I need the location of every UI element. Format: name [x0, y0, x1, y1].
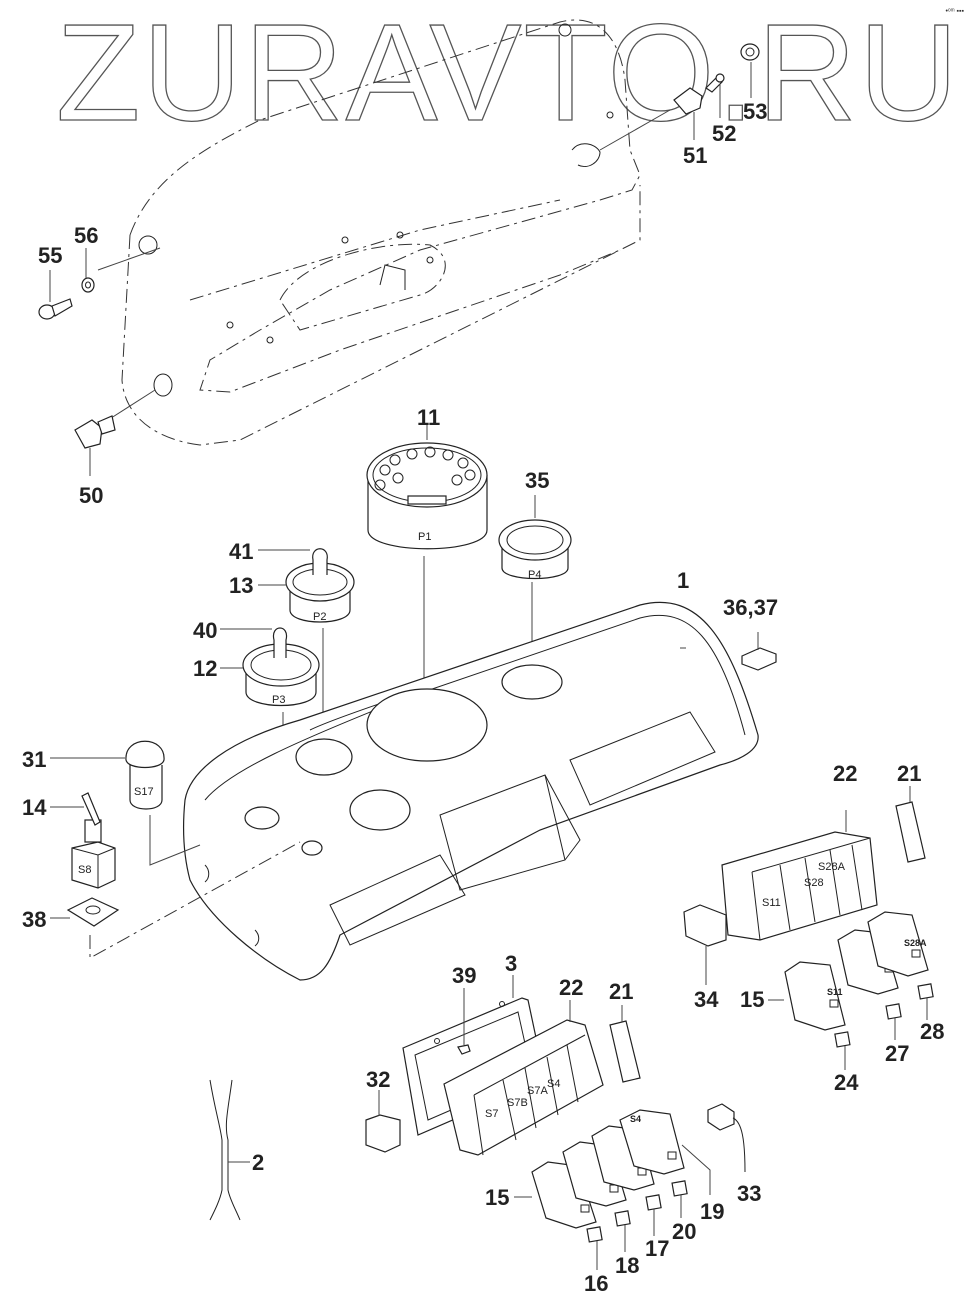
part-51-sensor [673, 87, 703, 140]
bulb-41 [258, 548, 328, 575]
connector-36-37 [741, 632, 777, 671]
gauge-p2: P2 [258, 562, 355, 720]
gauge-p1: P1 [366, 425, 488, 748]
bulb-40 [220, 627, 288, 658]
callout-16: 16 [584, 1271, 609, 1296]
plate-38 [50, 841, 301, 959]
callout-19: 19 [700, 1199, 725, 1224]
callout-13: 13 [229, 573, 254, 598]
callout-34: 34 [694, 987, 719, 1012]
switch-left-label-3: S4 [630, 1114, 641, 1124]
callout-53: 53 [743, 99, 768, 124]
part-55-screw [38, 270, 73, 320]
callout-1: 1 [677, 568, 690, 593]
gauge-p4-label: P4 [528, 569, 541, 581]
callout-12: 12 [193, 656, 218, 681]
toggle-switch-s8-label: S8 [78, 864, 91, 876]
callout-14: 14 [22, 795, 47, 820]
holder-right-label-1: S28 [804, 877, 824, 889]
switch-holder-left: S7 S7B S7A S4 [443, 1000, 604, 1156]
switch-right-label-2: S28A [904, 938, 927, 948]
holder-left-label-3: S4 [547, 1078, 560, 1090]
callout-27: 27 [885, 1041, 910, 1066]
callout-36-37: 36,37 [723, 595, 779, 620]
callout-3: 3 [505, 951, 518, 976]
callout-38: 38 [22, 907, 47, 932]
gauge-p2-label: P2 [313, 611, 326, 623]
part-34 [683, 904, 727, 985]
symbol-plate-28 [917, 983, 934, 1020]
dashboard-housing [121, 19, 641, 446]
callout-40: 40 [193, 618, 218, 643]
part-53-switch [740, 43, 760, 98]
callout-18: 18 [615, 1253, 640, 1278]
dashboard-panel [182, 601, 759, 981]
callout-39: 39 [452, 963, 477, 988]
callout-2: 2 [252, 1150, 265, 1175]
holder-right-label-0: S11 [762, 897, 781, 909]
corner-mark: •ᵒᵐ ▪▪▪ [945, 8, 965, 15]
callout-15-left: 15 [485, 1185, 510, 1210]
holder-right-label-2: S28A [818, 861, 846, 873]
callout-21-left: 21 [609, 979, 634, 1004]
part-56-washer [81, 248, 95, 293]
symbol-plate-24 [834, 1031, 851, 1070]
callout-22-right: 22 [833, 761, 858, 786]
holder-left-label-2: S7A [527, 1085, 548, 1097]
callout-50: 50 [79, 483, 104, 508]
callout-51: 51 [683, 143, 708, 168]
callout-28: 28 [920, 1019, 945, 1044]
push-button-s17-label: S17 [134, 786, 154, 798]
callout-11: 11 [417, 405, 441, 430]
callout-41: 41 [229, 539, 254, 564]
callout-20: 20 [672, 1219, 697, 1244]
callout-15-right: 15 [740, 987, 765, 1012]
symbol-plate-18 [614, 1210, 631, 1252]
holder-left-label-1: S7B [507, 1097, 528, 1109]
callout-21-right: 21 [897, 761, 922, 786]
rocker-switches-left: S7 S7B S7A S4 [514, 1109, 711, 1229]
callout-55: 55 [38, 243, 63, 268]
part-33-connector [707, 1103, 746, 1173]
gauge-p1-label: P1 [418, 531, 431, 543]
callout-56: 56 [74, 223, 99, 248]
symbol-plate-16 [586, 1226, 603, 1270]
part-32-block [365, 1090, 401, 1153]
gauge-p4: P4 [498, 495, 572, 665]
cover-21-left [609, 1005, 641, 1083]
gauge-p3-label: P3 [272, 694, 285, 706]
callout-33: 33 [737, 1181, 762, 1206]
cover-21-right [895, 786, 926, 863]
callout-22-left: 22 [559, 975, 584, 1000]
callout-32: 32 [366, 1067, 391, 1092]
screw-39 [457, 988, 471, 1055]
callout-31: 31 [22, 747, 47, 772]
callout-17: 17 [645, 1236, 670, 1261]
callout-24: 24 [834, 1070, 859, 1095]
part-50-plug [74, 415, 116, 476]
switch-right-label-0: S11 [827, 987, 843, 997]
toggle-switch-s8: S8 [50, 792, 116, 889]
part-52-key [705, 73, 725, 118]
push-button-s17: S17 [50, 740, 201, 866]
symbol-plate-17 [645, 1194, 662, 1236]
part-2-wire [209, 1079, 250, 1221]
switch-holder-right: S11 S28 S28A [721, 810, 878, 941]
symbol-plate-27 [885, 1003, 902, 1040]
holder-left-label-0: S7 [485, 1108, 498, 1120]
rocker-switches-right: S11 S28 S28A [768, 911, 929, 1031]
callout-35: 35 [525, 468, 550, 493]
callout-52: 52 [712, 121, 737, 146]
symbol-plate-20 [671, 1180, 688, 1218]
